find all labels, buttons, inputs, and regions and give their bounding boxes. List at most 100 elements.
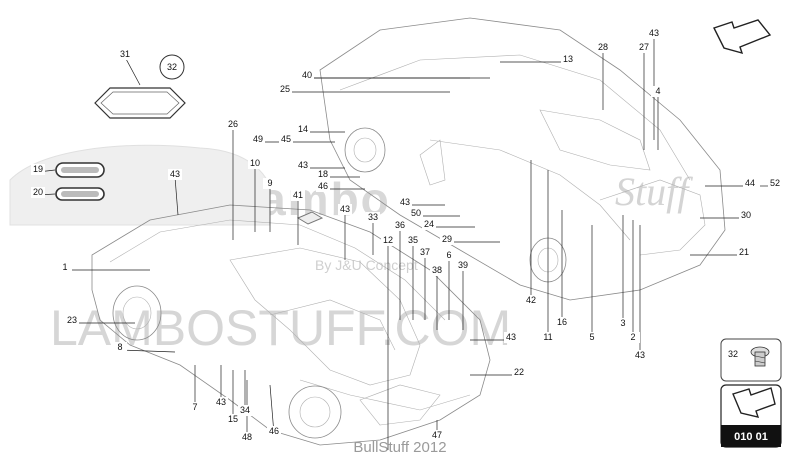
leader-line	[174, 176, 179, 216]
callout-label-48: 48	[242, 432, 252, 442]
callout-bg	[555, 317, 569, 328]
callout-label-13: 13	[563, 54, 573, 64]
callout-label-43: 43	[340, 204, 350, 214]
part-31-inset	[94, 87, 186, 119]
callout-label-28: 28	[598, 42, 608, 52]
callout-bg	[442, 250, 456, 261]
callout-bg	[637, 42, 651, 53]
callout-label-2: 2	[630, 332, 635, 342]
callout-bg	[633, 350, 647, 361]
callout-label-12: 12	[383, 235, 393, 245]
callout-bg	[58, 262, 72, 273]
callout-bg	[524, 295, 538, 306]
callout-bg	[263, 178, 277, 189]
callout-bg	[279, 134, 293, 145]
footer-copyright: BullStuff 2012	[353, 439, 446, 456]
callout-label-43: 43	[506, 332, 516, 342]
callout-label-45: 45	[281, 134, 291, 144]
callout-bg	[409, 208, 423, 219]
arrow-icon	[732, 387, 776, 418]
callout-label-14: 14	[298, 124, 308, 134]
callout-bg	[737, 247, 751, 258]
callout-label-44: 44	[745, 178, 755, 188]
car-rear-view	[91, 204, 491, 446]
callout-bg	[31, 187, 45, 198]
callout-bg	[238, 405, 252, 416]
callout-label-43: 43	[216, 397, 226, 407]
callout-bg	[541, 332, 555, 343]
callout-bg	[188, 402, 202, 413]
callout-label-47: 47	[432, 430, 442, 440]
nav-arrow-top[interactable]	[713, 19, 772, 55]
callout-bg	[168, 169, 182, 180]
callout-label-43: 43	[298, 160, 308, 170]
callout-label-25: 25	[280, 84, 290, 94]
callout-bg	[561, 54, 575, 65]
callout-label-34: 34	[240, 405, 250, 415]
callout-label-6: 6	[446, 250, 451, 260]
callout-label-15: 15	[228, 414, 238, 424]
callout-bg	[278, 84, 292, 95]
arrow-icon	[713, 19, 772, 55]
callout-label-5: 5	[589, 332, 594, 342]
emblem-19	[55, 162, 105, 178]
callout-label-22: 22	[514, 367, 524, 377]
callout-label-43: 43	[400, 197, 410, 207]
nav-page-box[interactable]: 010 01	[720, 384, 782, 448]
callout-label-7: 7	[192, 402, 197, 412]
callout-bg	[296, 160, 310, 171]
callout-bg	[316, 181, 330, 192]
watermark-script: Stuff	[615, 169, 693, 214]
callout-label-49: 49	[253, 134, 263, 144]
callout-label-18: 18	[318, 169, 328, 179]
callout-bg	[214, 397, 228, 408]
callout-bg	[430, 265, 444, 276]
callout-bg	[296, 124, 310, 135]
callout-bg	[65, 315, 79, 326]
callout-bg	[651, 86, 665, 97]
callout-label-43: 43	[635, 350, 645, 360]
callout-label-43: 43	[170, 169, 180, 179]
car-front-view	[319, 17, 726, 301]
callout-bg	[596, 42, 610, 53]
callout-label-29: 29	[442, 234, 452, 244]
callout-label-46: 46	[318, 181, 328, 191]
callout-label-20: 20	[33, 187, 43, 197]
callout-bg	[440, 234, 454, 245]
callout-bg	[418, 247, 432, 258]
callout-bg	[626, 332, 640, 343]
callout-label-10: 10	[250, 158, 260, 168]
callout-bg	[406, 235, 420, 246]
callout-bg	[768, 178, 782, 189]
leader-lines	[37, 36, 775, 450]
callout-label-30: 30	[741, 210, 751, 220]
callout-bg	[422, 219, 436, 230]
callout-bg	[398, 197, 412, 208]
callout-label-3: 3	[620, 318, 625, 328]
callout-bg	[739, 210, 753, 221]
callout-label-33: 33	[368, 212, 378, 222]
screw-icon	[750, 346, 770, 367]
callout-bg	[300, 70, 314, 81]
callout-bg	[267, 426, 281, 437]
callout-label-46: 46	[269, 426, 279, 436]
callout-label-41: 41	[293, 190, 303, 200]
part-32-circle-label: 32	[167, 62, 177, 72]
callout-label-31: 31	[120, 49, 130, 59]
callout-bg	[504, 332, 518, 343]
callout-bg	[226, 414, 240, 425]
callout-bg	[456, 260, 470, 271]
callout-bg	[585, 332, 599, 343]
callout-bg	[512, 367, 526, 378]
callout-bg	[393, 220, 407, 231]
leader-line	[119, 349, 176, 353]
callout-label-8: 8	[117, 342, 122, 352]
part-32-circle	[159, 54, 185, 80]
callout-bg	[31, 164, 45, 175]
part-32-box-label: 32	[728, 349, 738, 359]
callout-bg	[366, 212, 380, 223]
leader-line	[124, 56, 141, 86]
callout-bg	[118, 49, 132, 60]
callout-label-16: 16	[557, 317, 567, 327]
